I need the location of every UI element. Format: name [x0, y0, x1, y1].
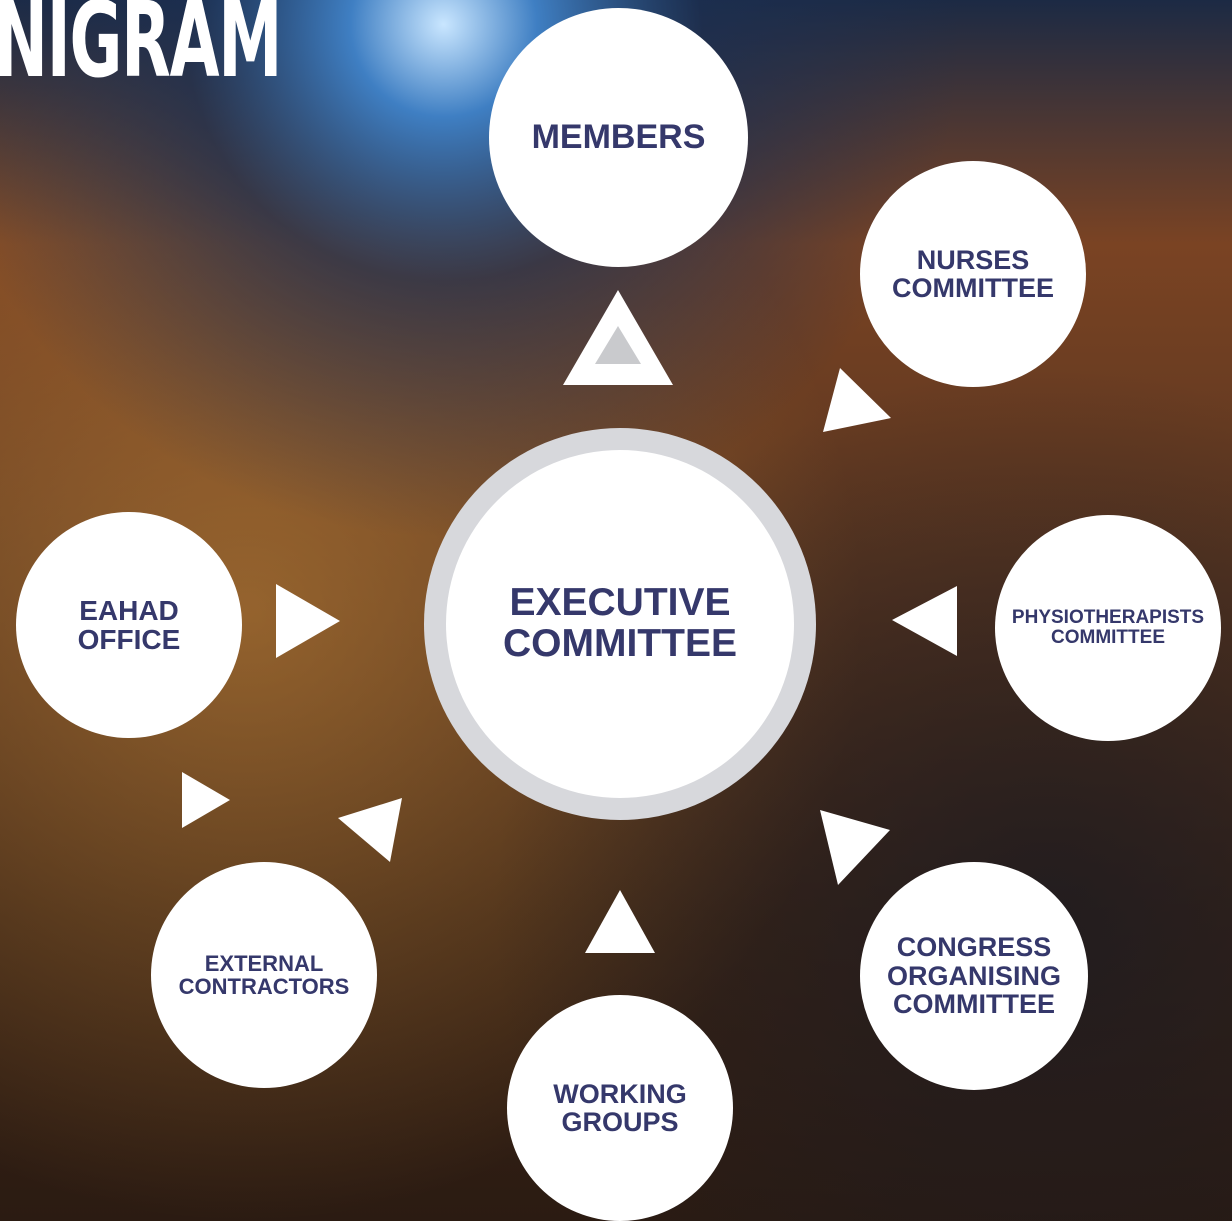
eahad-office-node[interactable]: EAHAD OFFICE [16, 512, 242, 738]
external-contractors-label: EXTERNAL CONTRACTORS [178, 950, 350, 999]
congress-organising-committee-node[interactable]: CONGRESS ORGANISING COMMITTEE [860, 862, 1088, 1090]
nurses-committee-node[interactable]: NURSES COMMITTEE [860, 161, 1086, 387]
eahad-office-label: EAHAD OFFICE [77, 594, 181, 655]
members-label: MEMBERS [531, 117, 706, 156]
working-groups-label: WORKING GROUPS [553, 1078, 687, 1137]
congress-organising-committee-label: CONGRESS ORGANISING COMMITTEE [886, 932, 1061, 1020]
executive-committee-label: EXECUTIVE COMMITTEE [503, 581, 737, 665]
nurses-committee-label: NURSES COMMITTEE [892, 244, 1054, 303]
members-node[interactable]: MEMBERS [489, 8, 748, 267]
executive-committee-inner: EXECUTIVE COMMITTEE [446, 450, 794, 798]
external-contractors-node[interactable]: EXTERNAL CONTRACTORS [151, 862, 377, 1088]
executive-committee-node[interactable]: EXECUTIVE COMMITTEE [424, 428, 816, 820]
working-groups-node[interactable]: WORKING GROUPS [507, 995, 733, 1221]
physiotherapists-committee-node[interactable]: PHYSIOTHERAPISTS COMMITTEE [995, 515, 1221, 741]
page-title: NIGRAM [0, 0, 282, 101]
physiotherapists-committee-label: PHYSIOTHERAPISTS COMMITTEE [1011, 607, 1205, 648]
